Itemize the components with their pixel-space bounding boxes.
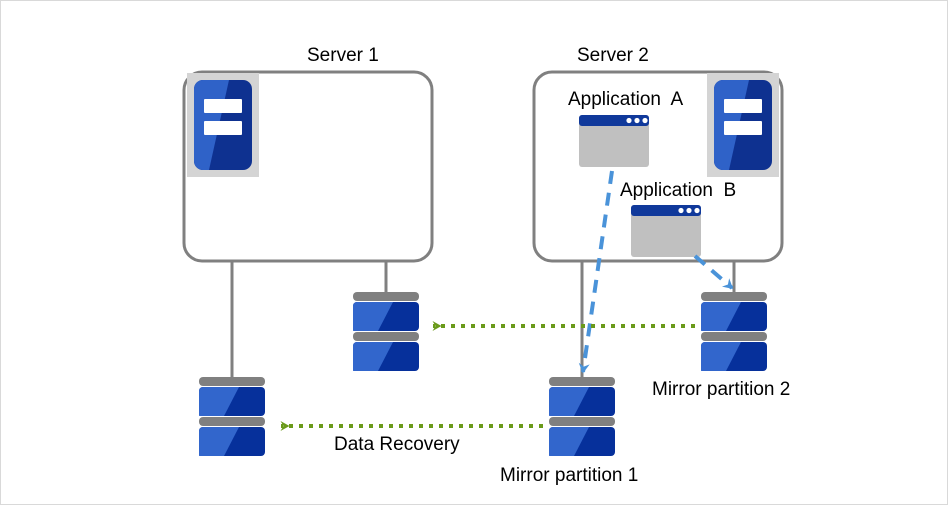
application-b-window-icon (631, 205, 701, 257)
server2-title: Server 2 (577, 45, 649, 66)
application-b-label: Application B (620, 180, 737, 201)
dashed-blue-arrow-app-a-to-mirror1 (578, 170, 614, 374)
application-a-label: Application A (568, 89, 684, 110)
server1-connectors (230, 261, 388, 385)
disk-server1-local (199, 377, 265, 456)
server1-title: Server 1 (307, 45, 379, 66)
disk-mirror-partition-2 (701, 292, 767, 371)
server1-tower-icon (187, 73, 259, 177)
disk-mirror1-copy-on-server1 (353, 292, 419, 371)
dashed-blue-arrow-app-b-to-mirror2 (693, 254, 734, 290)
disk-mirror-partition-1 (549, 377, 615, 456)
mirror-partition-2-label: Mirror partition 2 (652, 379, 791, 400)
data-recovery-label: Data Recovery (334, 434, 460, 455)
application-a-window-icon (579, 115, 649, 167)
mirror-partition-1-label: Mirror partition 1 (500, 465, 639, 486)
server2-tower-icon (707, 73, 779, 177)
